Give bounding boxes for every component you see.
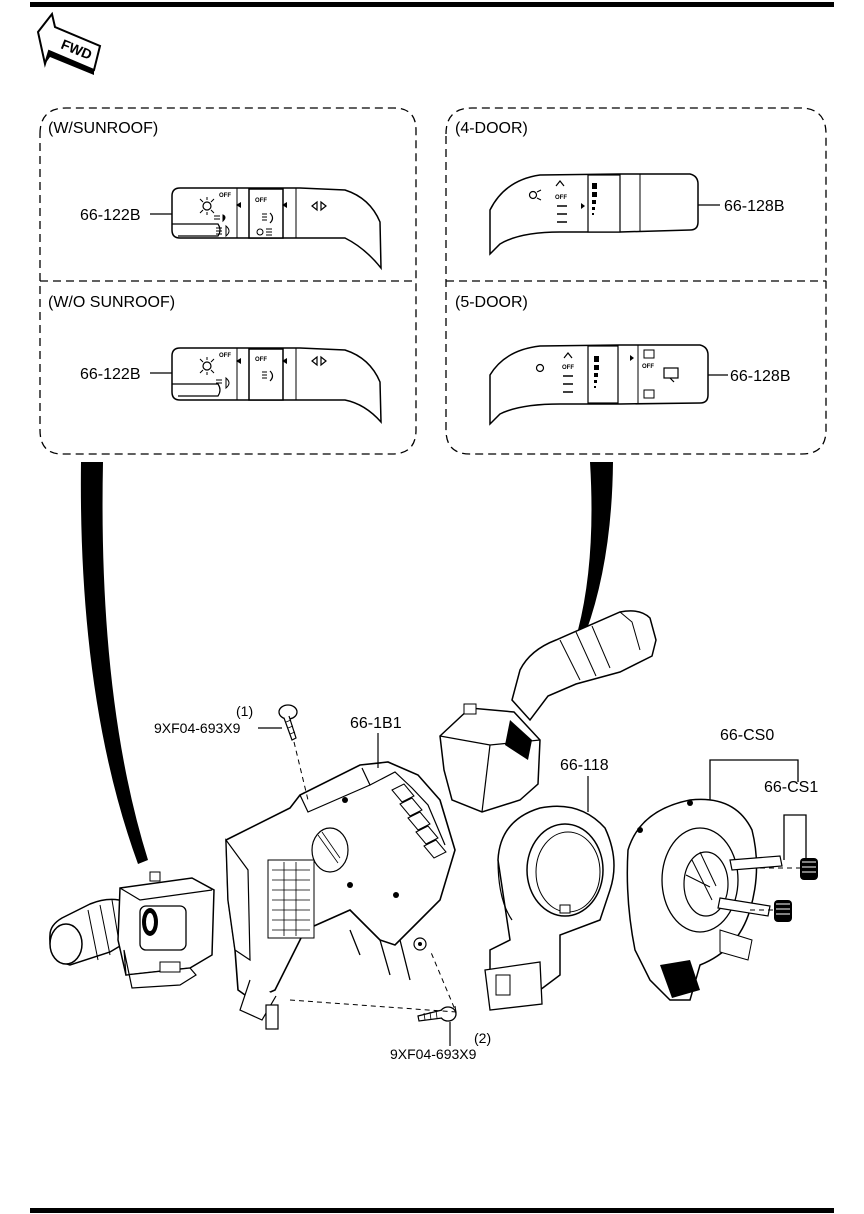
fog-light-icon <box>262 370 274 382</box>
screw-2-part: 9XF04-693X9 <box>390 1046 477 1062</box>
bracket-leader <box>709 759 799 800</box>
callout-swoosh-left <box>80 462 148 864</box>
variant-panel-left <box>39 107 417 455</box>
part-label-66-128b: 66-128B <box>724 198 785 215</box>
variant-title-wo-sunroof: (W/O SUNROOF) <box>48 294 175 311</box>
wiper-switch-assembly[interactable] <box>439 610 657 813</box>
off-marking: OFF <box>562 365 574 371</box>
connector-grid <box>391 783 447 859</box>
wiper-icon <box>592 183 597 215</box>
turn-signal-icon <box>311 355 327 367</box>
off-marking: OFF <box>642 364 654 370</box>
sensor-pin-upper[interactable] <box>800 858 818 880</box>
screw-1-index: (1) <box>236 703 253 719</box>
headlight-beam-icon <box>216 376 230 390</box>
wiper-icon <box>594 356 599 388</box>
off-marking: OFF <box>555 195 567 201</box>
off-marking: OFF <box>255 198 267 204</box>
light-switch-lever-w-sunroof[interactable]: OFF OFF <box>171 187 382 271</box>
combination-switch-body[interactable] <box>225 761 456 1030</box>
light-switch-lever-wo-sunroof[interactable]: OFF OFF <box>171 347 382 425</box>
turn-signal-icon <box>311 200 327 212</box>
screw-icon[interactable] <box>278 704 298 741</box>
fog-light-icon <box>262 212 274 224</box>
washer-icon <box>535 363 545 373</box>
part-label-66-cs0: 66-CS0 <box>720 727 774 744</box>
part-label-66-122b: 66-122B <box>80 207 141 224</box>
rear-wiper-icon <box>663 367 679 383</box>
part-label-66-cs1: 66-CS1 <box>764 779 818 796</box>
fwd-arrow-icon: FWD <box>36 11 102 75</box>
headlight-icon <box>199 357 215 375</box>
variant-panel-right <box>445 107 827 455</box>
steering-angle-sensor[interactable] <box>626 798 783 1001</box>
washer-icon <box>528 189 542 201</box>
bracket-leader <box>783 814 807 862</box>
off-marking: OFF <box>255 357 267 363</box>
sensor-pin-lower[interactable] <box>774 900 792 922</box>
alignment-line <box>289 949 457 1013</box>
headlight-icon <box>199 197 215 215</box>
variant-title-5-door: (5-DOOR) <box>455 294 528 311</box>
parking-light-icon <box>214 214 226 223</box>
wiper-lever-4-door[interactable]: OFF <box>489 173 699 256</box>
wiper-lever-5-door[interactable]: OFF OFF <box>489 344 709 426</box>
bottom-rule <box>30 1208 834 1213</box>
screw-2-index: (2) <box>474 1030 491 1046</box>
screw-1-part: 9XF04-693X9 <box>154 720 241 736</box>
rear-fog-icon <box>256 228 272 236</box>
off-marking: OFF <box>219 193 231 199</box>
clock-spring[interactable] <box>484 805 615 1011</box>
screw-icon[interactable] <box>417 1006 457 1022</box>
callout-swoosh-right <box>578 462 613 632</box>
variant-title-w-sunroof: (W/SUNROOF) <box>48 120 158 137</box>
light-switch-assembly[interactable] <box>49 871 215 989</box>
rear-washer-icon <box>643 349 655 399</box>
alignment-line <box>454 1005 457 1013</box>
part-label-66-118: 66-118 <box>560 757 609 774</box>
connector-grid <box>267 859 315 939</box>
part-label-66-128b: 66-128B <box>730 368 791 385</box>
part-label-66-1b1: 66-1B1 <box>350 715 402 732</box>
variant-title-4-door: (4-DOOR) <box>455 120 528 137</box>
off-marking: OFF <box>219 353 231 359</box>
part-label-66-122b: 66-122B <box>80 366 141 383</box>
headlight-beam-icon <box>216 224 230 238</box>
top-rule <box>30 2 834 7</box>
alignment-line <box>293 741 309 801</box>
